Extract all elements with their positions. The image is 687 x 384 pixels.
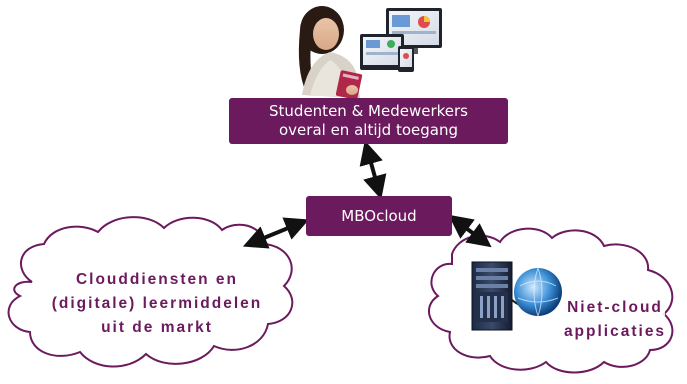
left-cloud-shape (7, 216, 294, 368)
arrow-top-center (359, 140, 387, 200)
server-globe-icon (471, 261, 562, 331)
users-box-line2: overal en altijd toegang (279, 121, 458, 139)
left-cloud-line3: uit de markt (101, 319, 213, 336)
student-photo (298, 6, 363, 100)
left-cloud-label: Clouddiensten en (digitale) leermiddelen… (38, 268, 276, 340)
users-box: Studenten & Medewerkers overal en altijd… (229, 98, 508, 144)
right-cloud-line1: Niet-cloud (545, 296, 685, 320)
users-box-line1: Studenten & Medewerkers (269, 102, 468, 120)
arrow-center-left (242, 217, 310, 249)
left-cloud-line2: (digitale) leermiddelen (51, 295, 263, 312)
mbocloud-box: MBOcloud (306, 196, 452, 236)
right-cloud-line1-text: Niet-cloud (565, 299, 665, 316)
mbocloud-label: MBOcloud (341, 207, 417, 225)
device-screens-icon (360, 8, 442, 72)
arrow-center-right (448, 214, 492, 248)
left-cloud-line1: Clouddiensten en (75, 271, 239, 288)
right-cloud-line2: applicaties (563, 323, 667, 340)
right-cloud-label: Niet-cloud applicaties (545, 296, 685, 344)
